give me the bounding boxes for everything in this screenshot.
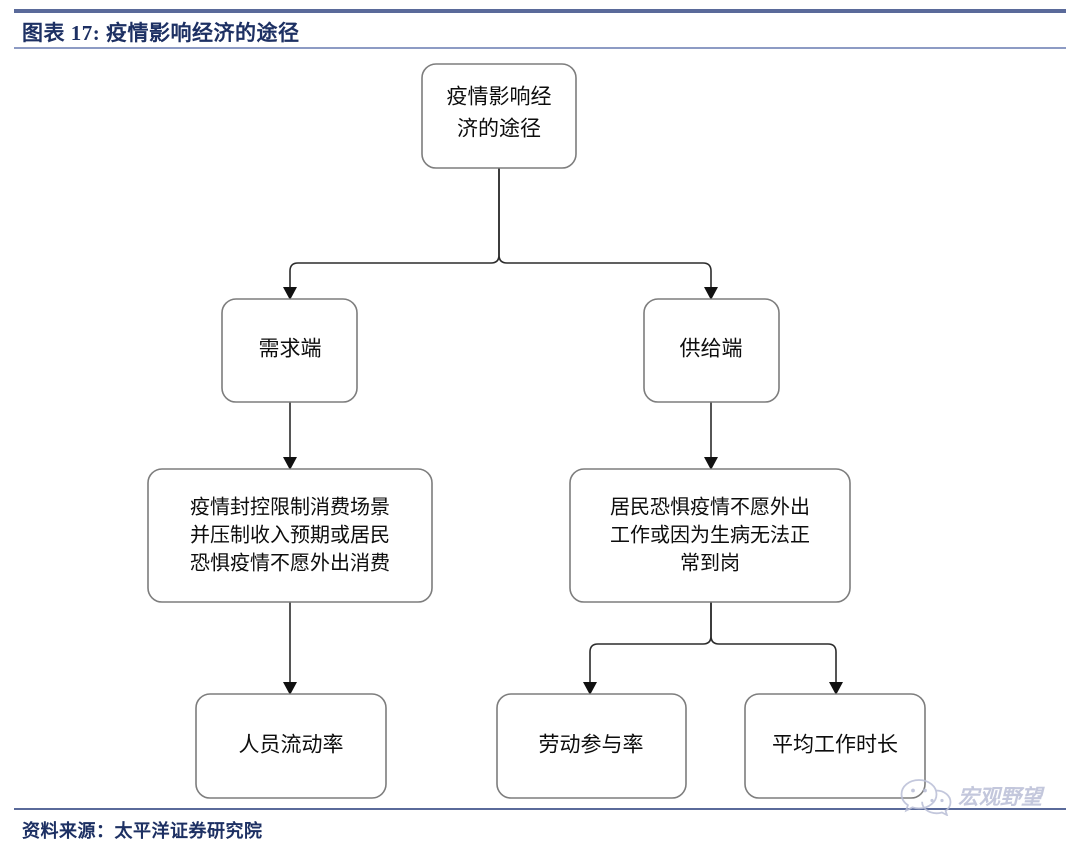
flowchart-canvas: 疫情影响经 济的途径 需求端 供给端 疫情封控限制消费场景 并压制收入预期或居民… (147, 63, 926, 799)
node-supply[interactable]: 供给端 (643, 298, 780, 403)
node-supply-detail-line1: 居民恐惧疫情不愿外出 (610, 495, 810, 518)
arrow-head-supply (704, 287, 718, 300)
node-root-line1: 疫情影响经 (447, 86, 552, 109)
node-demand-detail-line3: 恐惧疫情不愿外出消费 (190, 551, 390, 574)
arrow-head-demand (283, 287, 297, 300)
connector-demand-to-detail (283, 401, 297, 470)
node-demand-label: 需求端 (259, 338, 322, 361)
node-demand-detail-line1: 疫情封控限制消费场景 (190, 495, 390, 518)
source-note: 资料来源：太平洋证券研究院 (22, 821, 263, 841)
node-mobility-label: 人员流动率 (239, 734, 344, 757)
node-demand-detail[interactable]: 疫情封控限制消费场景 并压制收入预期或居民 恐惧疫情不愿外出消费 (147, 468, 433, 603)
page-title: 图表 17: 疫情影响经济的途径 (22, 21, 300, 45)
node-supply-detail[interactable]: 居民恐惧疫情不愿外出 工作或因为生病无法正 常到岗 (569, 468, 851, 603)
node-hours-label: 平均工作时长 (772, 734, 898, 757)
figure-title-bar: 图表 17: 疫情影响经济的途径 (14, 17, 1066, 46)
node-supply-detail-line3: 常到岗 (680, 551, 740, 574)
header-bottom-rule (14, 47, 1066, 49)
node-supply-label: 供给端 (680, 338, 743, 361)
node-root[interactable]: 疫情影响经 济的途径 (421, 63, 577, 169)
footer-rule (14, 808, 1066, 810)
node-demand-detail-line2: 并压制收入预期或居民 (190, 523, 390, 546)
connector-supply-to-detail (704, 401, 718, 470)
node-hours[interactable]: 平均工作时长 (744, 693, 926, 799)
node-participation[interactable]: 劳动参与率 (496, 693, 687, 799)
header-top-rule (14, 9, 1066, 13)
node-demand[interactable]: 需求端 (221, 298, 358, 403)
connector-detail-to-supply-outcomes (583, 601, 843, 695)
node-root-line2: 济的途径 (457, 118, 541, 141)
node-participation-label: 劳动参与率 (539, 734, 644, 757)
node-mobility[interactable]: 人员流动率 (195, 693, 387, 799)
node-supply-detail-line2: 工作或因为生病无法正 (610, 523, 810, 546)
connector-root-to-branches (283, 167, 718, 300)
connector-detail-to-mobility (283, 601, 297, 695)
